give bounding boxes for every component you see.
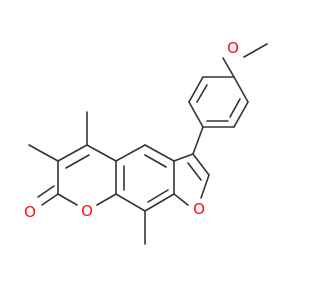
- furan-oxygen-bg: [190, 200, 208, 218]
- bond-phenyl-furan: [192, 126, 204, 155]
- bond-pyran-5: [96, 193, 117, 206]
- pyran-oxygen-bg: [78, 202, 96, 220]
- bond-methyl-left: [28, 144, 59, 162]
- carbonyl-oxygen-label: O: [24, 203, 36, 221]
- bond-core-double-3: [147, 189, 169, 203]
- bond-furan-1: [192, 153, 210, 176]
- bond-core-5: [144, 193, 175, 212]
- bond-carbonyl-1: [41, 193, 59, 206]
- methoxy-oxygen-bg: [224, 39, 242, 57]
- bond-core-4: [115, 193, 146, 212]
- bond-phenyl-2: [233, 101, 249, 128]
- methoxy-oxygen-label: O: [227, 39, 239, 57]
- bond-furan-5: [173, 153, 194, 162]
- carbonyl-oxygen-bg: [21, 203, 39, 221]
- furan-oxygen-label: O: [193, 200, 205, 218]
- bond-core-1: [144, 144, 175, 162]
- bond-furan-2: [200, 174, 210, 199]
- bond-phenyl-4: [188, 101, 204, 128]
- bond-phenyl-double-1: [229, 98, 241, 118]
- bond-phenyl-1: [233, 76, 249, 103]
- bond-core-double-1: [144, 154, 167, 168]
- bond-pyran-4: [57, 193, 78, 206]
- bond-core-2: [115, 144, 146, 162]
- bond-methoxy-oxygen-ring: [222, 57, 235, 78]
- bond-furan-3: [173, 193, 189, 206]
- bond-pyran-2: [57, 144, 88, 162]
- bond-furan-double: [187, 162, 202, 181]
- bond-phenyl-double-2: [196, 84, 208, 103]
- pyran-oxygen-label: O: [81, 202, 93, 220]
- bond-pyran-1: [86, 144, 117, 162]
- bond-layer: [28, 43, 268, 245]
- atom-layer: O O O O: [21, 39, 242, 221]
- bond-methoxy-methyl: [243, 43, 268, 58]
- molecule-structure: O O O O: [21, 39, 268, 245]
- bond-carbonyl-2: [37, 185, 55, 198]
- bond-pyran-double: [65, 154, 90, 169]
- structure-canvas: O O O O: [21, 39, 268, 245]
- bond-phenyl-5: [188, 76, 204, 103]
